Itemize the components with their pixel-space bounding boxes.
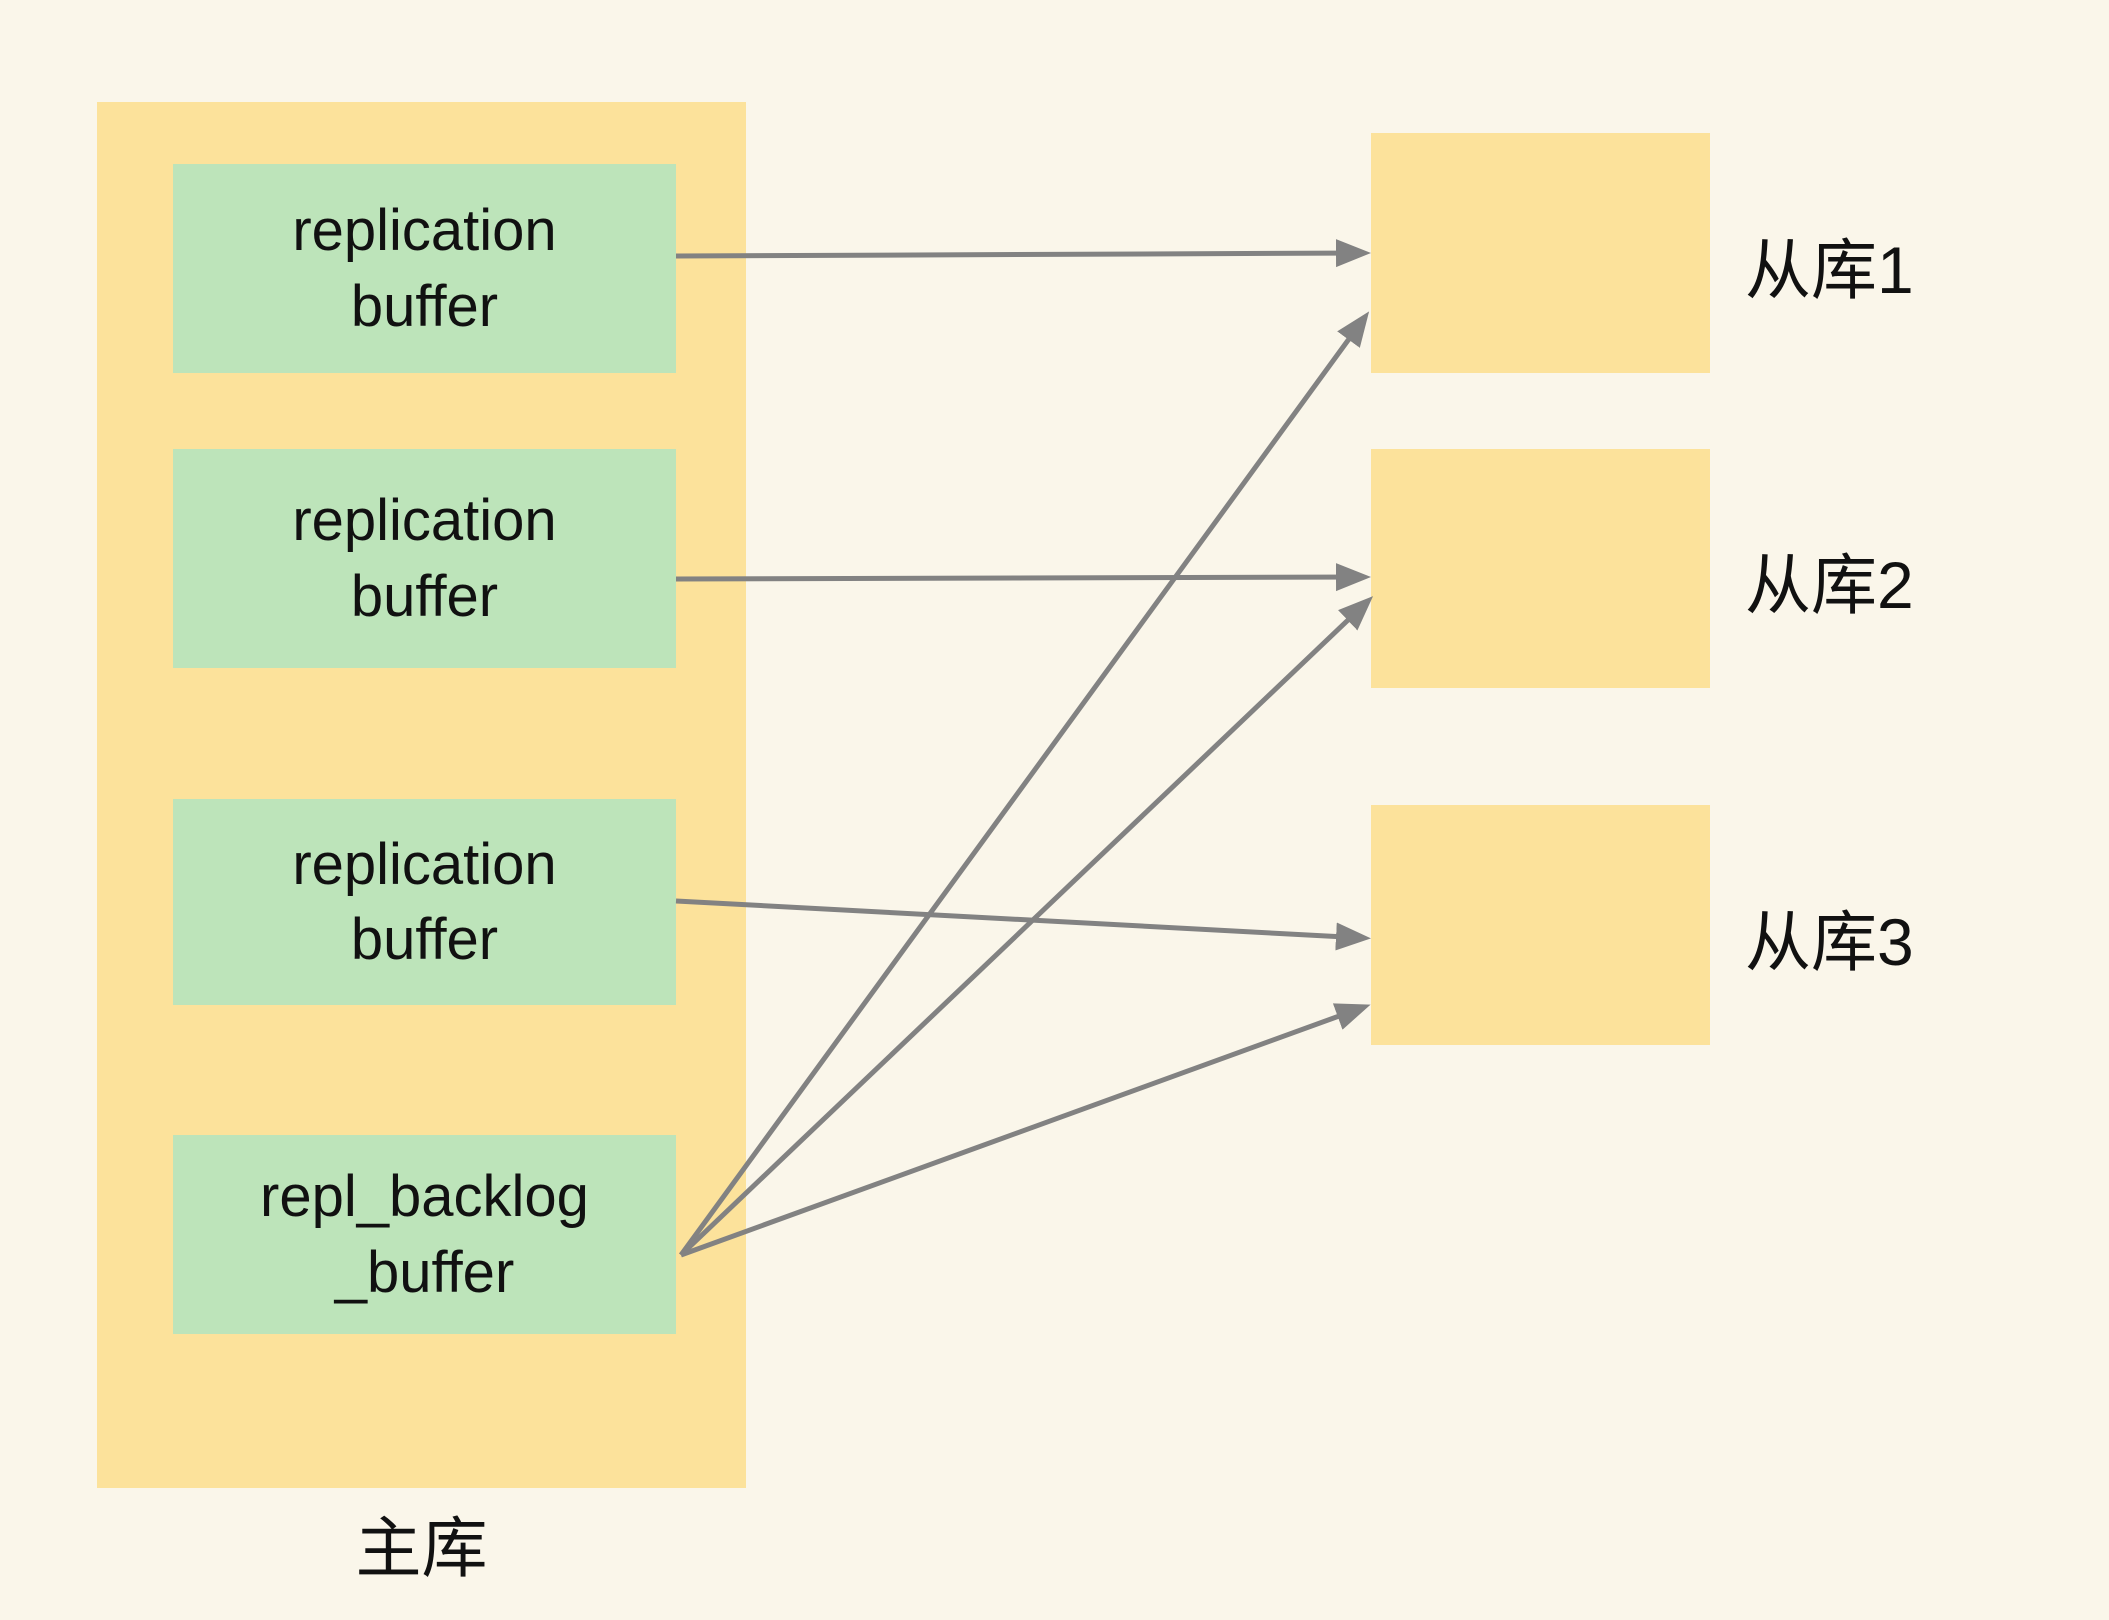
replication-buffer-1-label-line1: replication (292, 198, 557, 264)
arrow-backlog-to-slave2 (679, 596, 1374, 1257)
repl-backlog-buffer-box: repl_backlog _buffer (173, 1135, 676, 1334)
slave-2-label: 从库2 (1745, 548, 1914, 622)
replication-buffer-1-box: replication buffer (173, 164, 676, 373)
replication-buffer-3-label-line1: replication (292, 831, 557, 897)
replication-buffer-2-label-line2: buffer (350, 563, 499, 629)
master-db-label: 主库 (355, 1511, 488, 1585)
repl-backlog-buffer-label-line1: repl_backlog (260, 1164, 589, 1230)
repl-backlog-buffer-label-line2: _buffer (334, 1239, 515, 1305)
slave-1-box (1371, 133, 1710, 373)
arrow-backlog-to-slave1 (678, 311, 1370, 1257)
replication-buffer-1-label-line2: buffer (350, 273, 499, 339)
slave-2-box (1371, 449, 1710, 688)
arrow-buffer2-to-slave2 (675, 563, 1371, 592)
master-db-box: replication buffer replication buffer re… (97, 102, 746, 1488)
replication-buffer-2-box: replication buffer (173, 449, 676, 668)
slave-3-label: 从库3 (1745, 905, 1914, 979)
replication-buffer-3-label-line2: buffer (350, 907, 499, 972)
replication-buffer-2-label-line1: replication (292, 488, 557, 554)
arrow-buffer1-to-slave1 (675, 239, 1371, 268)
slave-3-box (1371, 805, 1710, 1045)
arrow-backlog-to-slave3 (680, 1003, 1371, 1258)
arrow-buffer3-to-slave3 (675, 898, 1371, 951)
slave-1-label: 从库1 (1745, 233, 1914, 307)
replication-buffer-3-box: replication buffer (173, 799, 676, 1005)
